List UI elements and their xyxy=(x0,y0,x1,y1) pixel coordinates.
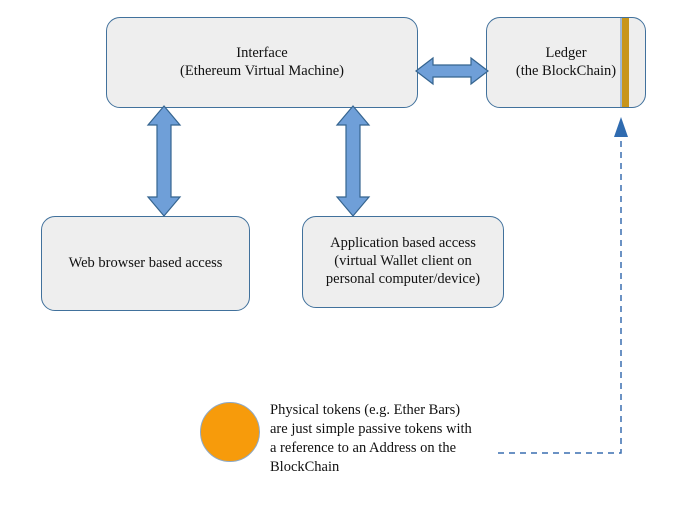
node-application-line-2: (virtual Wallet client on xyxy=(334,253,472,270)
token-caption-line-2: are just simple passive tokens with xyxy=(270,420,472,437)
node-interface[interactable]: Interface (Ethereum Virtual Machine) xyxy=(106,17,418,108)
node-interface-line-2: (Ethereum Virtual Machine) xyxy=(180,62,344,79)
node-ledger-line-2: (the BlockChain) xyxy=(515,62,617,79)
double-arrow-interface-application-icon xyxy=(335,105,371,217)
ledger-gold-bar xyxy=(620,18,629,107)
node-application-line-1: Application based access xyxy=(330,235,476,252)
double-arrow-interface-ledger-icon xyxy=(415,56,489,86)
token-caption-line-3: a reference to an Address on the xyxy=(270,439,457,456)
token-caption-line-4: BlockChain xyxy=(270,458,340,475)
token-caption: Physical tokens (e.g. Ether Bars) are ju… xyxy=(270,401,515,476)
node-application-access[interactable]: Application based access (virtual Wallet… xyxy=(302,216,504,308)
node-web-browser-line-1: Web browser based access xyxy=(68,254,223,271)
physical-token-circle xyxy=(200,402,260,462)
node-application-text: Application based access (virtual Wallet… xyxy=(303,235,503,288)
dashed-arrow-token-to-ledger-icon xyxy=(498,117,628,454)
node-interface-text: Interface (Ethereum Virtual Machine) xyxy=(107,45,417,80)
token-caption-line-1: Physical tokens (e.g. Ether Bars) xyxy=(270,402,461,418)
node-ledger-text: Ledger (the BlockChain) xyxy=(487,45,645,80)
node-ledger[interactable]: Ledger (the BlockChain) xyxy=(486,17,646,108)
node-ledger-line-1: Ledger xyxy=(545,44,587,61)
node-application-line-3: personal computer/device) xyxy=(325,270,481,287)
double-arrow-interface-web-browser-icon xyxy=(146,105,182,217)
node-interface-line-1: Interface xyxy=(236,44,288,61)
node-web-browser-access[interactable]: Web browser based access xyxy=(41,216,250,311)
node-web-browser-text: Web browser based access xyxy=(42,255,249,273)
